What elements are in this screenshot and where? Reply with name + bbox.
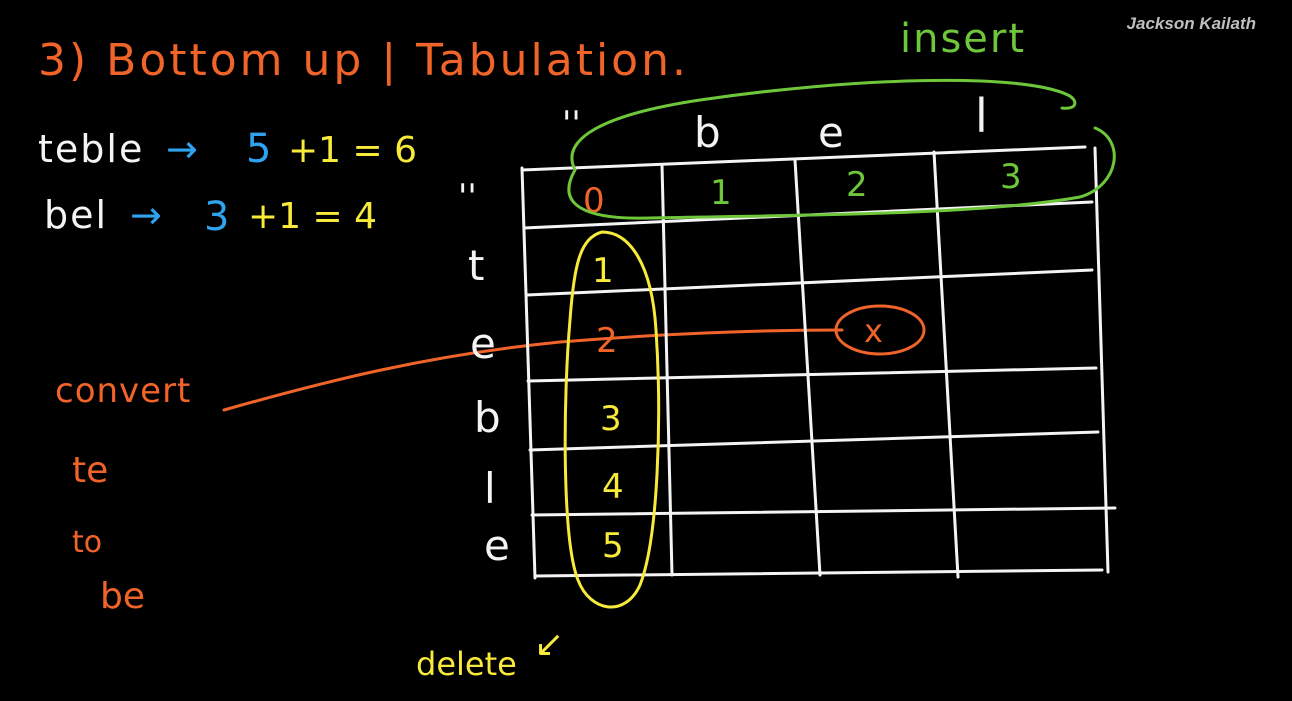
title: 3) Bottom up | Tabulation. (38, 35, 689, 86)
target-cell-circle (834, 304, 926, 356)
arrow-2: → (130, 193, 162, 237)
arrow-1: → (166, 127, 198, 171)
insert-highlight-ellipse (567, 78, 1116, 220)
cell-value: 3 (1000, 157, 1022, 197)
delete-highlight-ellipse (563, 230, 661, 609)
cell-value: 2 (596, 321, 618, 361)
col-header: e (818, 108, 844, 157)
example-sum-2: +1 = 4 (248, 196, 377, 237)
be-label: be (100, 576, 145, 617)
cell-value: 2 (846, 165, 868, 205)
dp-table-grid (520, 145, 1117, 580)
row-header: t (468, 241, 484, 290)
cross-mark: x (864, 312, 883, 350)
col-header: '' (562, 104, 581, 144)
cell-value: 1 (710, 173, 732, 213)
insert-label: insert (900, 16, 1026, 62)
col-header: b (694, 108, 721, 157)
te-label: te (72, 450, 108, 491)
cell-value: 5 (602, 526, 624, 566)
row-header: e (470, 319, 496, 368)
row-header: b (474, 393, 501, 442)
cell-value: 3 (600, 399, 622, 439)
delete-arrow: ↙ (534, 624, 564, 665)
convert-label: convert (55, 371, 191, 411)
watermark: Jackson Kailath (1126, 14, 1256, 33)
row-headers: '' t e b l e (458, 177, 510, 570)
first-row-values: 0 1 2 3 (583, 157, 1022, 221)
example-line-1: teble → 5 +1 = 6 (38, 126, 417, 172)
row-header: l (484, 464, 496, 513)
to-label: to (72, 525, 102, 560)
example-len-2: 3 (204, 194, 229, 240)
convert-arrow-line (222, 328, 844, 412)
row-header: e (484, 521, 510, 570)
row-header: '' (458, 177, 477, 217)
example-word-1: teble (38, 127, 144, 171)
example-sum-1: +1 = 6 (288, 130, 417, 171)
cell-value: 1 (592, 251, 614, 291)
first-column-values: 1 2 3 4 5 (592, 251, 624, 566)
delete-label: delete (416, 645, 517, 683)
column-headers: '' b e l (562, 89, 988, 157)
cell-value: 4 (602, 467, 624, 507)
example-word-2: bel (44, 193, 108, 237)
col-header: l (975, 89, 988, 143)
example-line-2: bel → 3 +1 = 4 (44, 193, 377, 240)
example-len-1: 5 (246, 126, 271, 172)
